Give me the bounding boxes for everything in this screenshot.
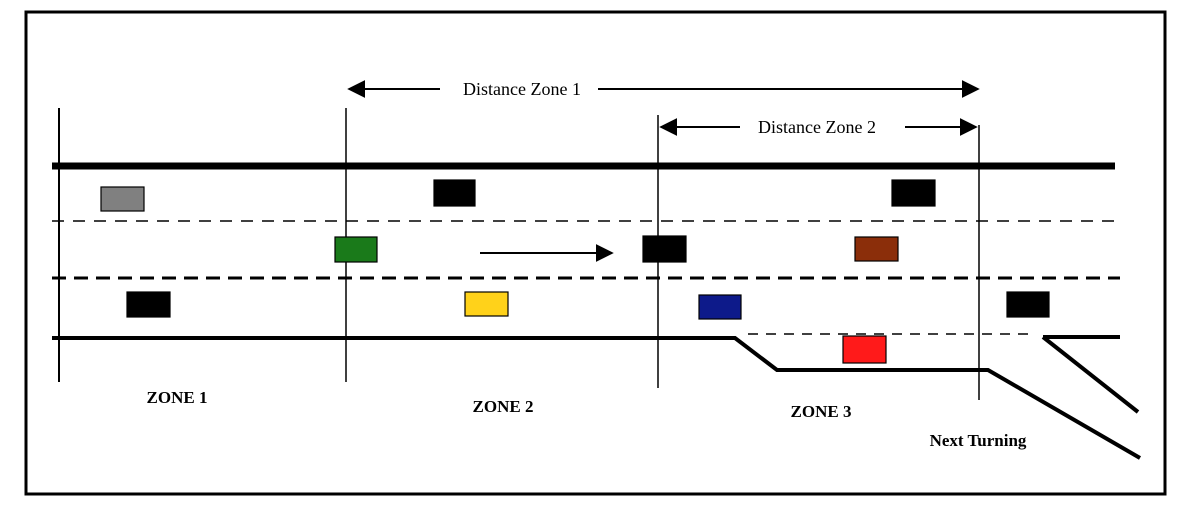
vehicle-blue: [698, 294, 742, 320]
vehicle-gray: [100, 186, 145, 212]
vehicle-black: [1006, 291, 1050, 318]
vehicle-black: [433, 179, 476, 207]
distance-zone-1-label: Distance Zone 1: [463, 79, 581, 99]
vehicle-brown: [854, 236, 899, 262]
vehicle-red: [842, 335, 887, 364]
next-turning-label: Next Turning: [930, 431, 1027, 450]
vehicle-black: [642, 235, 687, 263]
turning-road-edge: [1041, 335, 1140, 414]
zone-1-label: ZONE 1: [147, 388, 208, 407]
zone-2-label: ZONE 2: [473, 397, 534, 416]
vehicle-yellow: [464, 291, 509, 317]
zone-3-label: ZONE 3: [791, 402, 852, 421]
vehicles: [100, 179, 1050, 364]
distance-zone-2-dimension: Distance Zone 2: [659, 117, 978, 137]
road-bottom-edge: [52, 336, 1142, 460]
vehicle-black: [891, 179, 936, 207]
distance-zone-1-dimension: Distance Zone 1: [347, 79, 980, 99]
vehicle-black: [126, 291, 171, 318]
vehicle-green: [334, 236, 378, 263]
distance-zone-2-label: Distance Zone 2: [758, 117, 876, 137]
diagram-frame: [24, 10, 1167, 496]
